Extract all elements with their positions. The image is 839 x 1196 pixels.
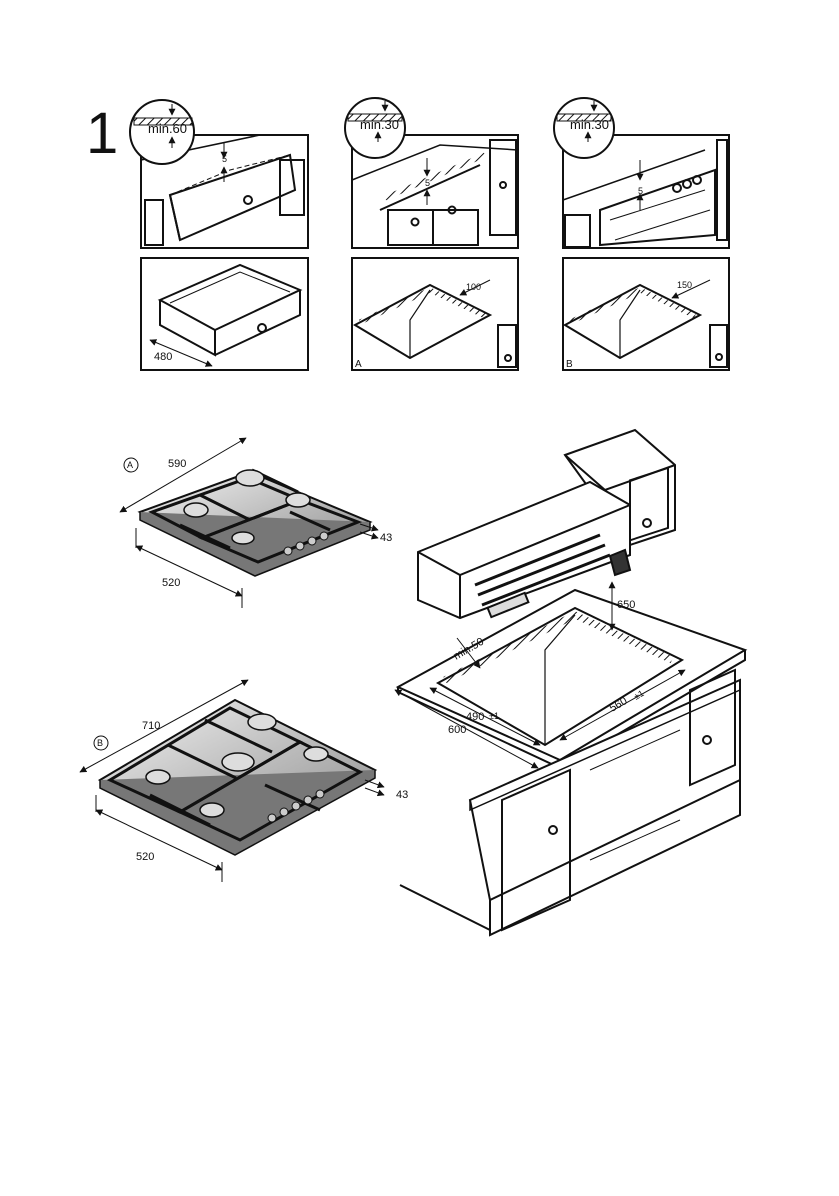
gap-circle-1: min.60 xyxy=(129,99,195,165)
panel-cutout-a xyxy=(351,257,519,371)
panel-oven-gap xyxy=(562,134,730,249)
panel-letter-b: B xyxy=(566,359,573,370)
circle-label-3: min.30 xyxy=(570,117,609,132)
cutout-offset-b: 150 xyxy=(677,280,692,290)
panel-worktop-gap xyxy=(351,134,519,249)
gap-circle-3: min.30 xyxy=(553,97,615,159)
cutout-width-tolerance: ±1 xyxy=(632,688,646,702)
hob-b-drawing xyxy=(79,679,385,882)
hob-a-drawing xyxy=(119,437,379,608)
cutout-depth-label: 490 xyxy=(466,711,484,723)
gap-label-2: 5 xyxy=(425,178,430,188)
figure-number: 1 xyxy=(86,101,118,166)
hob-a-badge: A xyxy=(123,457,139,473)
gap-label-3: 5 xyxy=(638,186,643,196)
drawer-width-label: 480 xyxy=(154,351,172,363)
hob-b-height: 43 xyxy=(396,789,408,801)
circle-label-1: min.60 xyxy=(148,121,187,136)
panel-cutout-b xyxy=(562,257,730,371)
kitchen-dimensions xyxy=(394,581,686,769)
hob-a-height: 43 xyxy=(380,532,392,544)
hob-b-width: 710 xyxy=(142,720,160,732)
gap-circle-2: min.30 xyxy=(344,97,406,159)
circle-label-2: min.30 xyxy=(360,117,399,132)
gap-label-1: 5 xyxy=(222,154,227,164)
hob-a-depth: 520 xyxy=(162,577,180,589)
panel-letter-a: A xyxy=(355,359,362,370)
hob-a-width: 590 xyxy=(168,458,186,470)
hob-b-depth: 520 xyxy=(136,851,154,863)
hood-height-label: 650 xyxy=(617,599,635,611)
panel-drawer-gap xyxy=(140,134,309,249)
worktop-depth-label: 600 xyxy=(448,724,466,736)
panel-drawer-width xyxy=(140,257,309,371)
kitchen-installation-drawing xyxy=(395,428,748,937)
cutout-depth-tolerance: ±1 xyxy=(489,711,499,721)
svg-text:A: A xyxy=(127,460,133,470)
svg-text:B: B xyxy=(97,738,103,748)
cutout-offset-a: 100 xyxy=(466,282,481,292)
hob-b-badge: B xyxy=(93,735,109,751)
